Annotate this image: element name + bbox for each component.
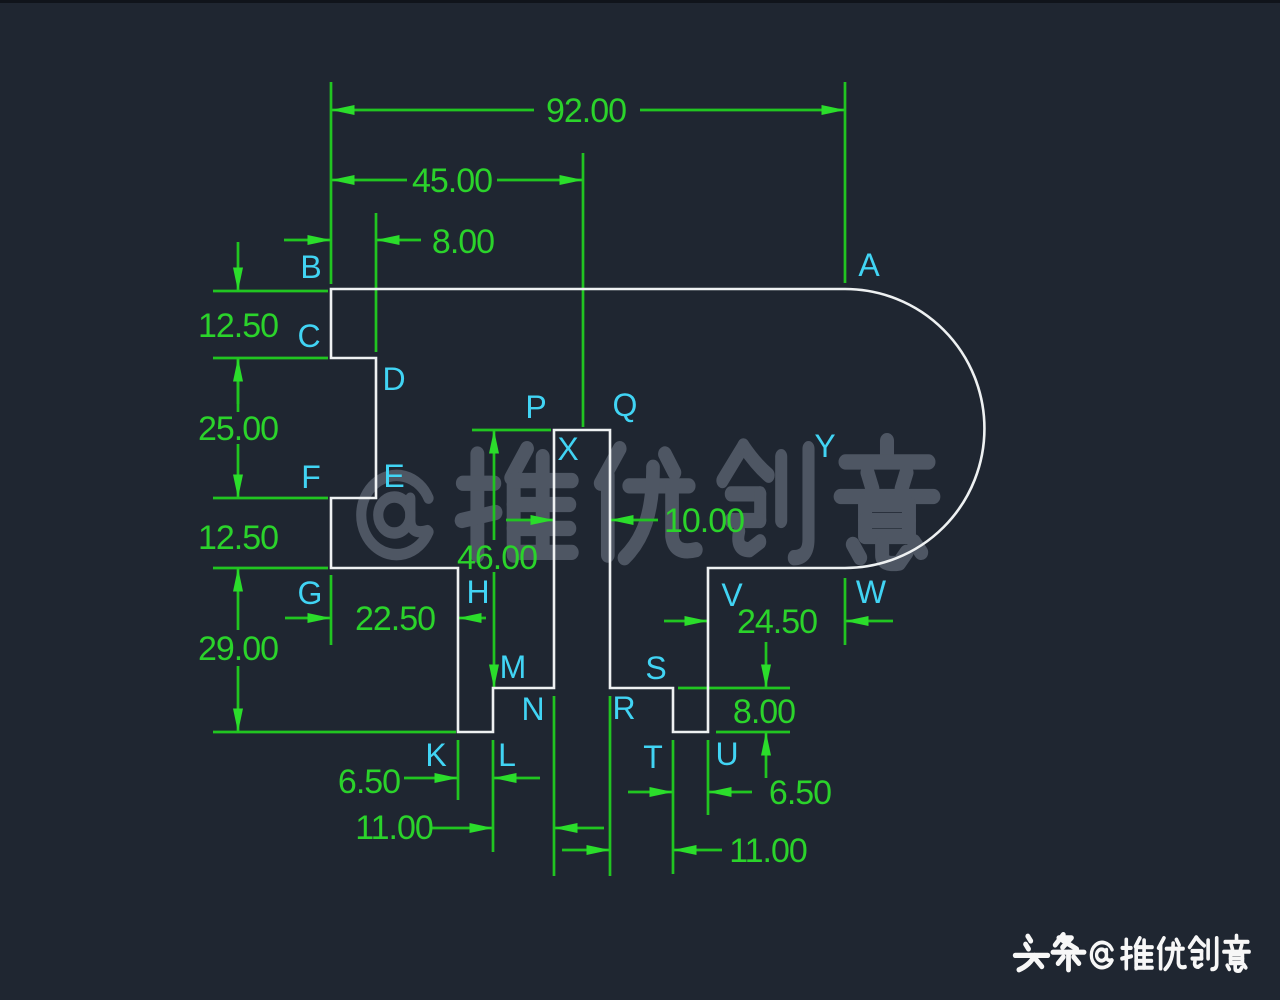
- svg-text:K: K: [425, 737, 446, 773]
- svg-text:N: N: [521, 691, 544, 727]
- svg-text:92.00: 92.00: [546, 92, 626, 130]
- svg-text:G: G: [298, 575, 323, 611]
- svg-text:24.50: 24.50: [737, 603, 817, 641]
- svg-text:29.00: 29.00: [198, 630, 278, 668]
- svg-text:46.00: 46.00: [457, 539, 537, 577]
- svg-text:Y: Y: [814, 428, 835, 464]
- svg-text:12.50: 12.50: [198, 519, 278, 557]
- svg-text:M: M: [500, 649, 527, 685]
- svg-text:E: E: [383, 458, 404, 494]
- svg-text:H: H: [466, 574, 489, 610]
- svg-text:11.00: 11.00: [729, 832, 807, 870]
- svg-text:R: R: [612, 690, 635, 726]
- svg-text:D: D: [382, 361, 405, 397]
- svg-text:T: T: [643, 739, 663, 775]
- svg-text:6.50: 6.50: [769, 774, 831, 812]
- svg-text:X: X: [557, 431, 578, 467]
- svg-text:F: F: [301, 459, 321, 495]
- svg-text:8.00: 8.00: [432, 223, 494, 261]
- svg-text:W: W: [856, 574, 887, 610]
- svg-text:C: C: [297, 318, 320, 354]
- svg-text:45.00: 45.00: [412, 162, 492, 200]
- svg-text:6.50: 6.50: [338, 763, 400, 801]
- svg-text:V: V: [721, 577, 743, 613]
- svg-text:Q: Q: [613, 387, 638, 423]
- svg-text:U: U: [715, 736, 738, 772]
- svg-text:10.00: 10.00: [664, 502, 744, 540]
- svg-text:S: S: [645, 650, 666, 686]
- svg-text:22.50: 22.50: [355, 600, 435, 638]
- svg-text:12.50: 12.50: [198, 307, 278, 345]
- svg-text:11.00: 11.00: [355, 809, 433, 847]
- svg-text:B: B: [300, 249, 321, 285]
- svg-text:25.00: 25.00: [198, 410, 278, 448]
- svg-text:8.00: 8.00: [733, 693, 795, 731]
- svg-text:L: L: [498, 737, 516, 773]
- svg-text:P: P: [525, 389, 546, 425]
- svg-text:A: A: [858, 247, 880, 283]
